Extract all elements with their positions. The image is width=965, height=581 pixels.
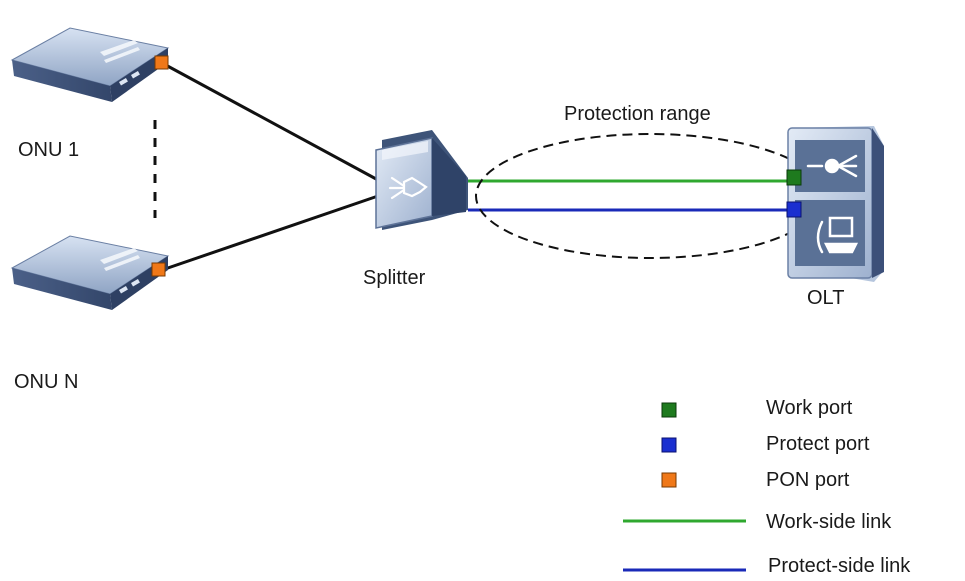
olt-label: OLT [807,287,845,309]
legend-marker-protect-port [661,437,677,453]
legend-label-work-side-link: Work-side link [766,511,892,533]
onu1-to-splitter-link [161,61,379,182]
pon-port-onu1 [154,55,169,70]
splitter-label: Splitter [363,267,426,289]
protect-port-olt [786,201,802,218]
legend-label-pon-port: PON port [766,469,850,491]
protection-range-label: Protection range [564,103,711,125]
pon-port-onuN [151,262,166,277]
legend-label-protect-port: Protect port [766,433,870,455]
onu1-label: ONU 1 [18,139,80,161]
onu-device-icon [10,235,170,310]
work-port-olt [786,169,802,186]
legend-label-protect-side-link: Protect-side link [768,555,911,577]
legend-label-work-port: Work port [766,397,853,419]
onuN-label: ONU N [14,371,79,393]
onuN-to-splitter-link [161,194,379,272]
legend-marker-work-port [661,402,677,418]
splitter-icon [375,130,468,230]
legend-marker-pon-port [661,472,677,488]
onu-device-icon [10,27,170,102]
protection-range-ellipse [475,133,825,259]
olt-chassis-icon [787,126,884,282]
